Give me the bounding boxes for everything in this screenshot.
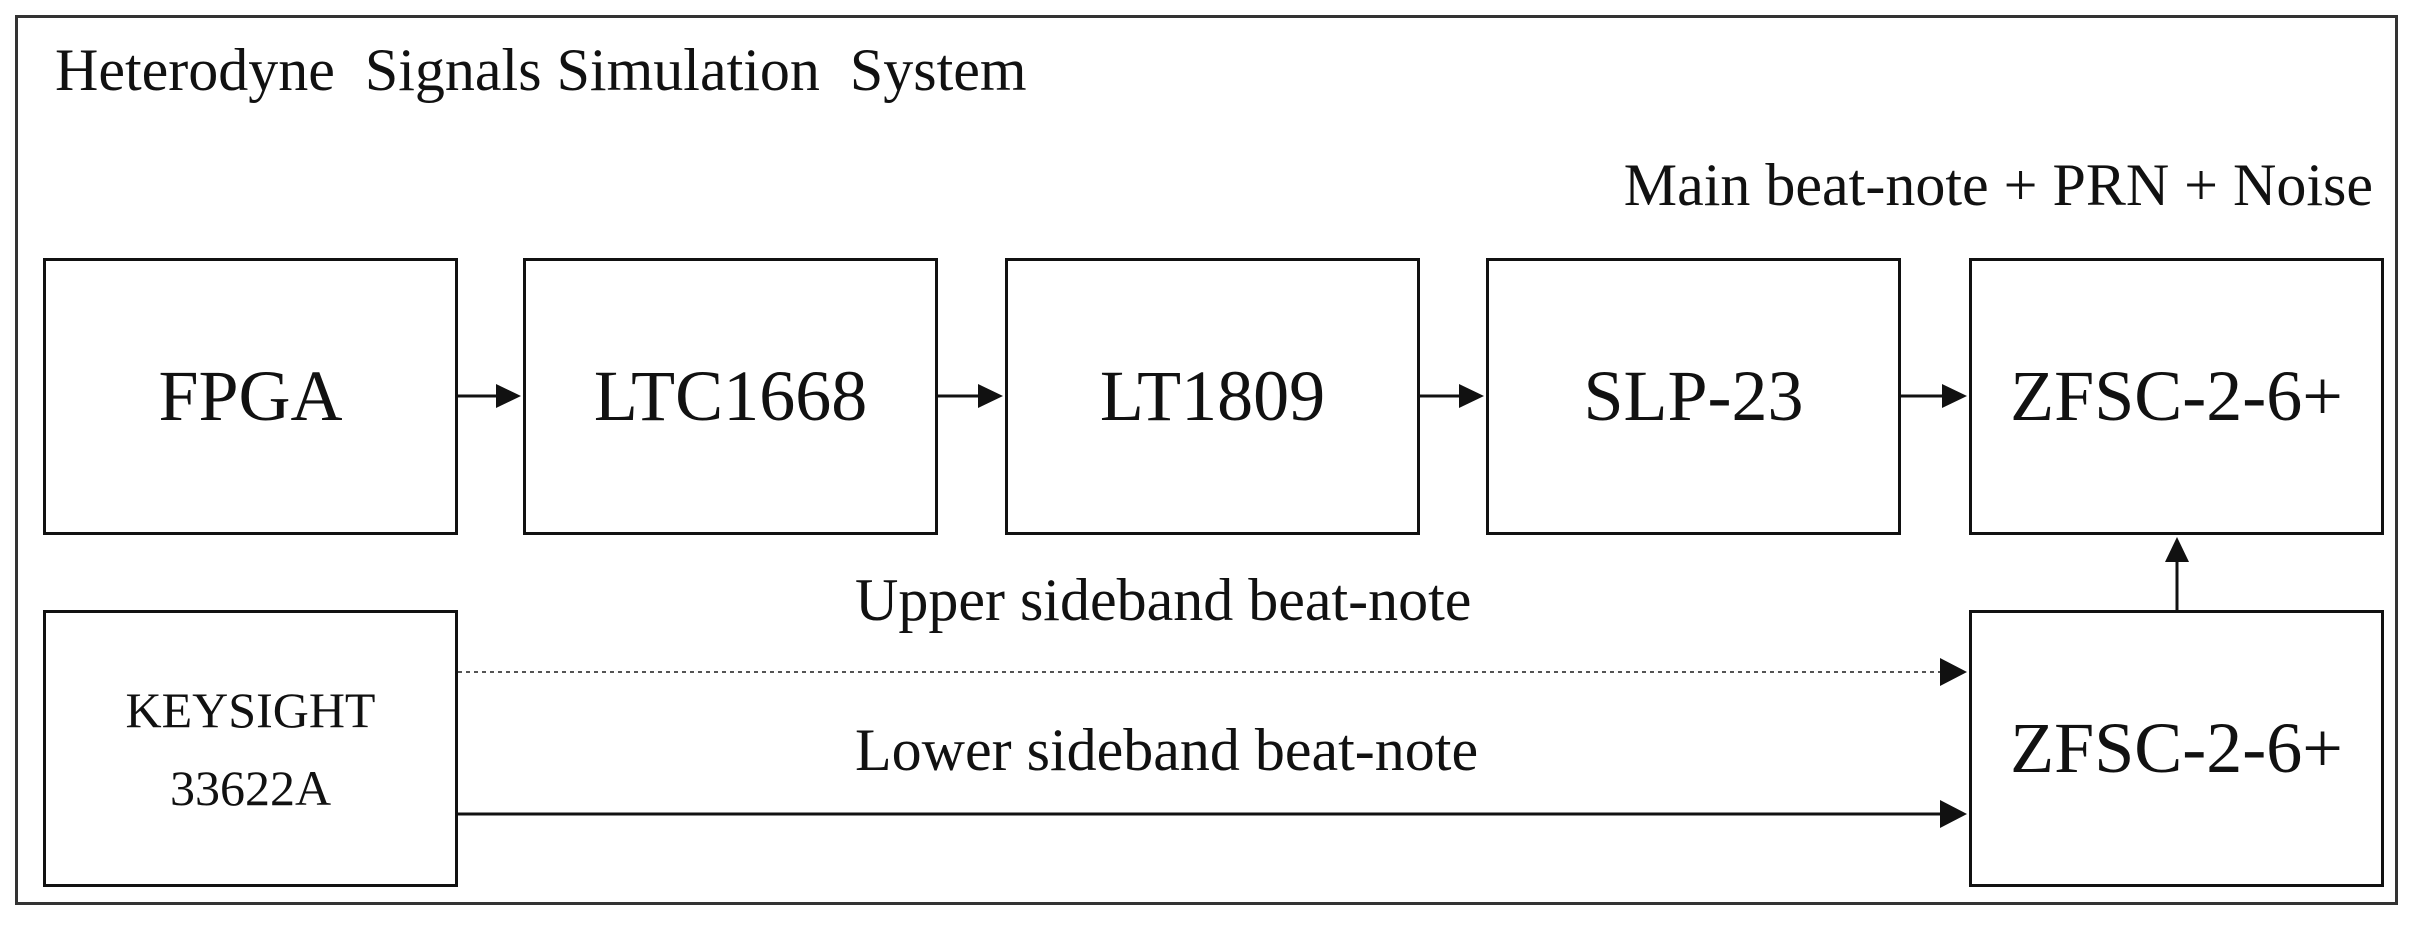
zfsc-top-block: ZFSC-2-6+ <box>1969 258 2384 535</box>
slp23-label: SLP-23 <box>1583 356 1804 436</box>
lower-sideband-label: Lower sideband beat-note <box>855 717 1479 783</box>
lt1809-label: LT1809 <box>1099 356 1326 436</box>
main-signal-label: Main beat-note + PRN + Noise <box>1623 152 2373 218</box>
ltc1668-label: LTC1668 <box>593 356 868 436</box>
zfsc-bottom-block: ZFSC-2-6+ <box>1969 610 2384 887</box>
zfsc-bottom-label: ZFSC-2-6+ <box>2010 708 2343 788</box>
fpga-label: FPGA <box>158 356 343 436</box>
keysight-label-line1: KEYSIGHT <box>125 681 376 738</box>
keysight-label-line2: 33622A <box>169 759 332 816</box>
fpga-block: FPGA <box>43 258 458 535</box>
upper-sideband-label: Upper sideband beat-note <box>855 567 1472 633</box>
slp23-block: SLP-23 <box>1486 258 1901 535</box>
zfsc-top-label: ZFSC-2-6+ <box>2010 356 2343 436</box>
lt1809-block: LT1809 <box>1005 258 1420 535</box>
ltc1668-block: LTC1668 <box>523 258 938 535</box>
diagram-title: Heterodyne Signals Simulation System <box>55 37 1027 103</box>
keysight-block: KEYSIGHT 33622A <box>43 610 458 887</box>
outer-frame <box>15 15 2398 905</box>
